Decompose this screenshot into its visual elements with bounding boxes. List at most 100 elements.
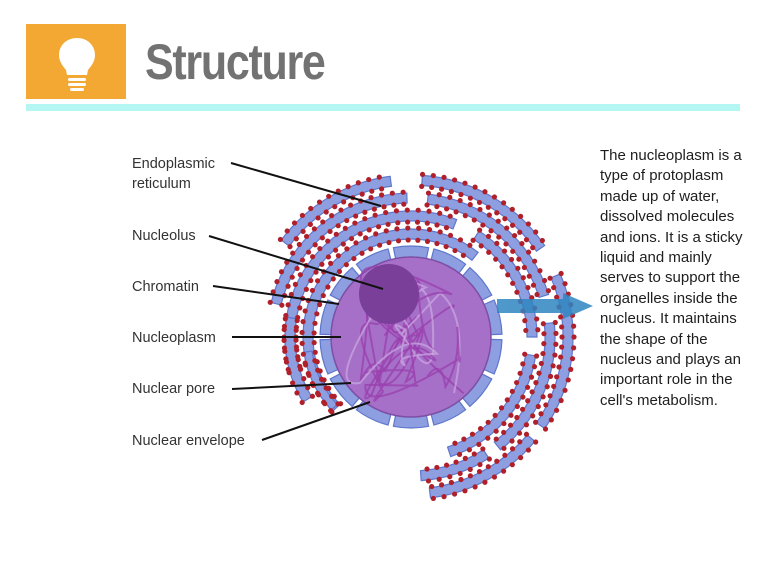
ribosome (297, 305, 303, 311)
ribosome (502, 452, 508, 458)
ribosome (316, 199, 323, 205)
ribosome (532, 258, 538, 264)
ribosome (493, 256, 499, 262)
ribosome (348, 202, 354, 208)
ribosome (510, 280, 516, 286)
ribosome (540, 394, 546, 400)
ribosome (513, 379, 520, 386)
ribosome (288, 291, 294, 298)
ribosome (294, 265, 300, 272)
leader-line-nuclear-pore (231, 382, 352, 390)
ribosome (282, 348, 288, 354)
ribosome (523, 237, 530, 243)
ribosome (425, 190, 432, 196)
ribosome (312, 242, 318, 248)
ribosome (305, 385, 311, 391)
ribosome (281, 337, 287, 344)
ribosome (508, 412, 514, 418)
ribosome (343, 262, 349, 268)
ribosome (520, 361, 526, 367)
ribosome (477, 227, 483, 233)
er-sheet (421, 174, 546, 253)
ribosome (519, 240, 525, 247)
ribosome (547, 373, 554, 379)
ribosome (538, 411, 544, 417)
ribosome (467, 202, 473, 208)
chromatin-strand (364, 324, 461, 398)
label-endoplasmic-reticulum: Endoplasmic reticulum (132, 154, 215, 194)
ribosome (344, 246, 350, 252)
ribosome (297, 272, 303, 278)
ribosome (482, 189, 488, 195)
ribosome (485, 419, 491, 425)
ribosome (533, 353, 540, 359)
ribosome (395, 220, 401, 226)
ribosome (496, 234, 502, 240)
ribosome (448, 479, 454, 486)
ribosome (476, 468, 483, 475)
ribosome (457, 197, 463, 204)
ribosome (525, 284, 531, 291)
ribosome (303, 233, 310, 240)
ribosome (282, 316, 288, 322)
ribosome (462, 213, 468, 219)
ribosome (405, 219, 411, 225)
ribosome (295, 357, 301, 363)
ribosome (308, 277, 314, 284)
ribosome (333, 247, 339, 253)
ribosome (439, 482, 445, 488)
ribosome (508, 256, 515, 263)
ribosome (294, 347, 300, 353)
ribosome (363, 235, 369, 241)
ribosome (426, 226, 433, 233)
ribosome (381, 204, 387, 210)
ribosome (486, 249, 492, 255)
ribosome (312, 320, 318, 326)
ribosome (424, 466, 430, 472)
label-line: reticulum (132, 176, 191, 192)
leader-line-chromatin (212, 285, 340, 305)
ribosome (434, 240, 440, 247)
ribosome (485, 435, 491, 441)
ribosome (443, 243, 449, 250)
ribosome (521, 264, 527, 271)
ribosome (505, 272, 511, 278)
ribosome (558, 354, 564, 360)
ribosome (441, 174, 447, 180)
ribosome (298, 366, 304, 372)
ribosome (335, 401, 341, 407)
ribosome (525, 249, 532, 255)
ribosome (500, 468, 507, 474)
ribosome (300, 351, 306, 357)
ribosome (476, 441, 482, 447)
ribosome (430, 172, 436, 179)
ribosome (501, 420, 507, 427)
ribosome (424, 220, 430, 226)
ribosome (500, 200, 507, 206)
ribosome (335, 223, 341, 229)
ribosome (562, 387, 568, 393)
ribosome (319, 235, 325, 241)
ribosome (514, 414, 520, 421)
ribosome (434, 222, 440, 228)
ribosome (504, 397, 510, 403)
ribosome (338, 207, 344, 213)
ribosome (509, 446, 516, 452)
ribosome (533, 380, 539, 386)
ribosome (457, 470, 463, 477)
ribosome (539, 237, 545, 244)
ribosome (482, 479, 488, 485)
ribosome (491, 194, 498, 200)
chromatin-strand (345, 276, 440, 385)
ribosome (522, 351, 528, 357)
ribosome (284, 228, 290, 234)
ribosome (462, 180, 468, 186)
ribosome (542, 426, 549, 432)
ribosome (285, 283, 291, 289)
ribosome (430, 495, 436, 502)
ribosome (529, 389, 535, 395)
ribosome (499, 264, 505, 270)
ribosome (571, 345, 577, 351)
ribosome (296, 241, 302, 248)
